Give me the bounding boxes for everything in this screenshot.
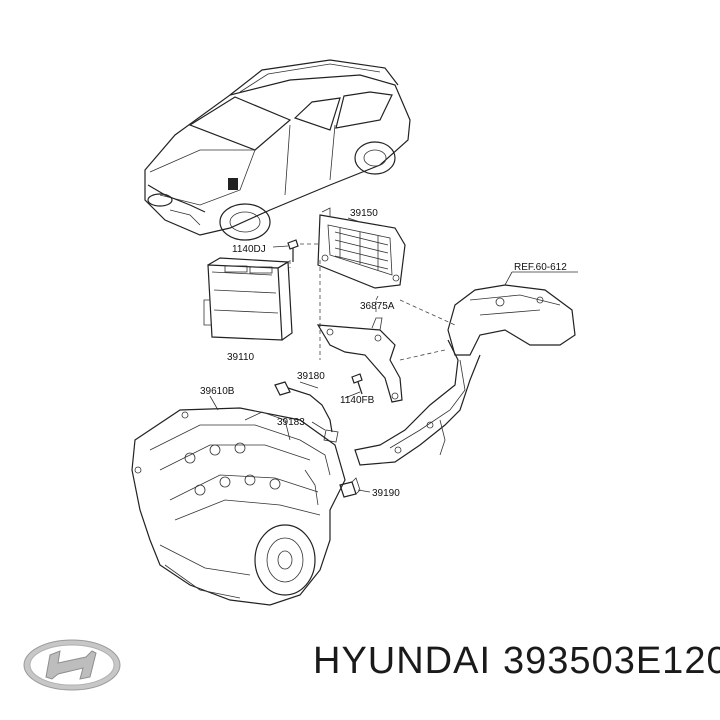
label-1140dj: 1140DJ <box>232 244 266 255</box>
label-39110: 39110 <box>227 352 255 363</box>
engine-assembly <box>131 407 346 606</box>
vehicle-illustration <box>144 59 411 241</box>
ecu-module <box>203 257 293 341</box>
hyundai-logo <box>23 639 121 691</box>
sensor-39180 <box>274 381 339 443</box>
bolt-1140fb <box>351 373 363 395</box>
part-caption: HYUNDAI 393503E120 <box>313 640 720 683</box>
bracket-36875a <box>316 317 403 403</box>
body-frame-member <box>354 284 576 466</box>
label-39180: 39180 <box>297 371 325 382</box>
brand-name: HYUNDAI <box>313 640 492 682</box>
label-39183: 39183 <box>277 417 305 428</box>
label-39610b: 39610B <box>200 386 235 397</box>
ecu-bracket <box>317 207 406 289</box>
label-ref-60-612: REF.60-612 <box>514 262 567 273</box>
label-39190: 39190 <box>372 488 400 499</box>
label-36875a: 36875A <box>360 301 395 312</box>
bolt-1140dj <box>287 239 299 262</box>
label-1140fb: 1140FB <box>340 395 375 406</box>
sensor-39190 <box>339 477 361 498</box>
label-39150: 39150 <box>350 208 378 219</box>
part-number: 393503E120 <box>503 640 720 682</box>
